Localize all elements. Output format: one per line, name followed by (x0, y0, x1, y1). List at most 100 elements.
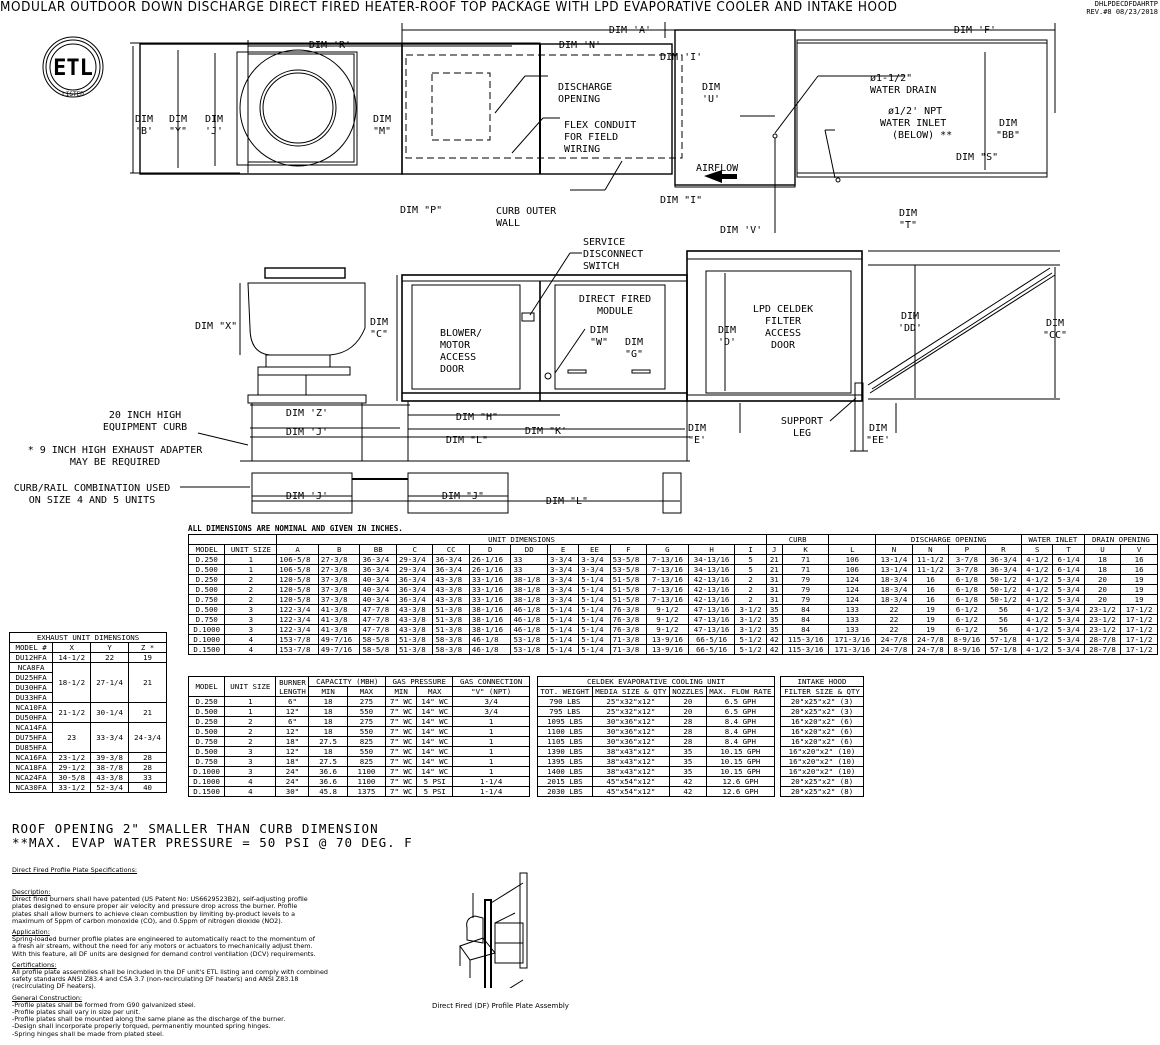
dim-dd-label-2: 'DD' (898, 323, 922, 334)
table-cell: 7-13/16 (646, 584, 689, 595)
table-cell: 17-1/2 (1120, 624, 1158, 635)
table-cell: 38"x43"x12" (591, 756, 671, 767)
table-cell: 122-3/4 (276, 624, 319, 635)
table-cell: 4-1/2 (1021, 564, 1054, 575)
table-cell: 4 (224, 786, 277, 797)
dim-f-label: DIM 'F' (954, 25, 996, 36)
col-header: MODEL # (8, 642, 54, 653)
water-drain-label-1: ø1-1/2" (870, 73, 912, 84)
table-cell: 84 (781, 604, 830, 615)
table-cell: 16 (911, 594, 950, 605)
table-cell: 120-5/8 (276, 574, 319, 585)
table-cell: 1100 LBS (537, 726, 593, 737)
table-cell: 550 (346, 706, 387, 717)
table-cell: 7-13/16 (646, 574, 689, 585)
value-cell-z: 21 (128, 702, 167, 723)
value-cell-y: 30-1/4 (90, 702, 130, 723)
col-header: CC (432, 544, 470, 555)
table-cell: 7" WC (385, 786, 418, 797)
table-cell: 825 (346, 736, 387, 747)
col-header: J (765, 544, 783, 555)
curb-outer-wall-label-1: CURB OUTER (496, 206, 557, 217)
table-cell: D.750 (187, 594, 226, 605)
table-cell: 57-1/8 (984, 644, 1023, 655)
rail-dim-j1-label: DIM 'J' (286, 491, 328, 502)
table-cell: 14" WC (416, 716, 454, 727)
table-cell: 30" (275, 786, 310, 797)
table-cell: 5-1/4 (578, 624, 611, 635)
value-cell-y: 43-3/8 (90, 772, 130, 783)
dim-s-label: DIM "S" (956, 152, 998, 163)
table-cell: 46-1/8 (510, 624, 548, 635)
table-cell: 19 (1120, 584, 1158, 595)
service-switch-label-1: SERVICE (583, 237, 625, 248)
dim-y-label-2: "Y" (169, 126, 187, 137)
table-cell: 115-3/16 (781, 644, 830, 655)
col-header: P (948, 544, 986, 555)
table-cell: 26-1/16 (468, 554, 512, 565)
table-cell: 76-3/8 (609, 604, 648, 615)
table-cell: 19 (911, 614, 950, 625)
table-cell: 36-3/4 (359, 554, 397, 565)
table-cell: 5-1/4 (578, 614, 611, 625)
table-cell: 13-1/4 (875, 554, 913, 565)
table-cell: 40-3/4 (359, 574, 397, 585)
table-cell: 9-1/2 (646, 624, 689, 635)
table-cell: 3-1/2 (734, 624, 767, 635)
table-cell: D.500 (187, 746, 226, 757)
table-cell: D.1000 (187, 776, 226, 787)
table-cell: 27-3/8 (317, 564, 361, 575)
table-cell: 79 (781, 594, 830, 605)
table-cell: 34-13/16 (687, 554, 736, 565)
table-cell: 11-1/2 (911, 554, 950, 565)
spec-line: -Profile plates shall vary in size per u… (12, 1008, 141, 1017)
table-cell: 42 (669, 786, 707, 797)
table-row: 16"x20"x2" (6) (780, 716, 864, 727)
col-header: X (52, 642, 92, 653)
table-cell: 5-1/4 (578, 604, 611, 615)
model-cell: NCA16FA (8, 752, 54, 763)
col-header: E (546, 544, 580, 555)
table-cell: 1 (452, 726, 530, 737)
table-cell: 6" (275, 716, 310, 727)
table-cell: D.1000 (187, 766, 226, 777)
dim-k-label: DIM "K' (525, 426, 567, 437)
table-cell: 2030 LBS (537, 786, 593, 797)
intake-hood-table: INTAKE HOOD FILTER SIZE & QTY 20"x25"x2"… (780, 676, 864, 797)
max-pressure-note: **MAX. EVAP WATER PRESSURE = 50 PSI @ 70… (12, 835, 413, 850)
value-cell-x: 33-1/2 (52, 782, 92, 793)
table-cell: 2 (224, 736, 277, 747)
table-row: 16"x20"x2" (10) (780, 766, 864, 777)
roof-opening-note: ROOF OPENING 2" SMALLER THAN CURB DIMENS… (12, 821, 379, 836)
logo-text: ETL (53, 56, 93, 81)
assembly-caption: Direct Fired (DF) Profile Plate Assembly (432, 1002, 569, 1010)
airflow-arrow-icon (704, 170, 737, 183)
table-cell: 124 (828, 574, 877, 585)
table-cell: 47-13/16 (687, 604, 736, 615)
table-cell: 4-1/2 (1021, 624, 1054, 635)
blower-door-label-4: DOOR (440, 364, 465, 375)
celdek-cooling-table: CELDEK EVAPORATIVE COOLING UNIT TOT. WEI… (537, 676, 776, 797)
airflow-label: AIRFLOW (696, 163, 739, 174)
table-cell: 42 (765, 644, 783, 655)
model-cell: NCA14FA (8, 722, 54, 733)
value-cell-x: 23-1/2 (52, 752, 92, 763)
table-cell: 2 (224, 574, 278, 585)
table-cell: 5-3/4 (1052, 594, 1085, 605)
table-cell: 84 (781, 624, 830, 635)
value-cell-y: 38-7/8 (90, 762, 130, 773)
table-cell: 122-3/4 (276, 614, 319, 625)
col-header: BB (359, 544, 397, 555)
group-drain-opening: DRAIN OPENING (1083, 534, 1159, 545)
table-cell: D.1500 (187, 786, 226, 797)
etl-listed-logo: ETL LISTED (42, 36, 104, 98)
dim-w-label-2: "W" (590, 337, 608, 348)
table-cell: 115-3/16 (781, 634, 830, 645)
value-cell-y: 27-1/4 (90, 662, 130, 703)
